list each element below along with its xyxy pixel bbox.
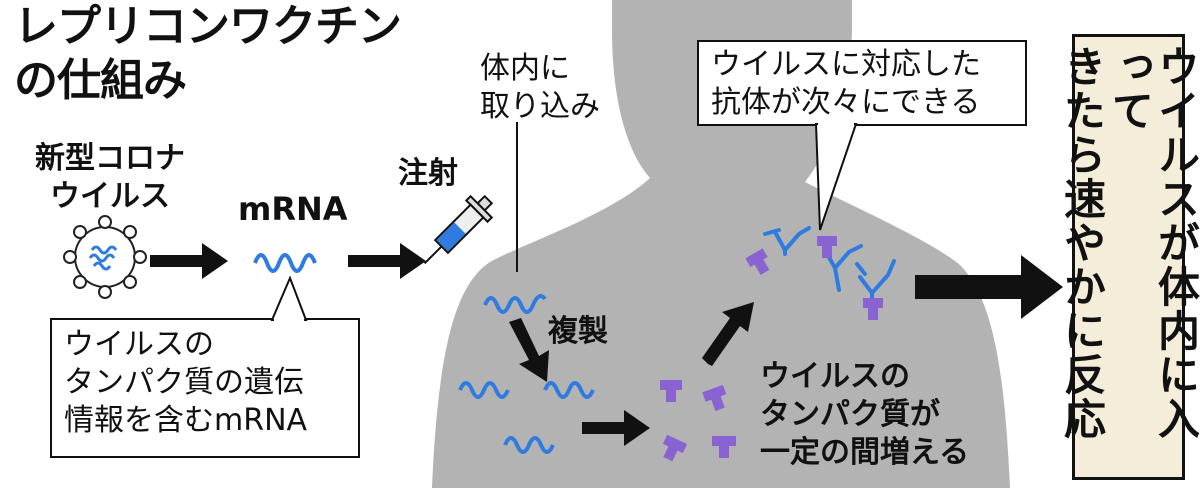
virus-protein-icons: [660, 380, 736, 462]
replicated-mrna-icons: [458, 381, 595, 454]
result-box: ウイルスが体内に入って きたら速やかに反応: [1058, 34, 1200, 480]
arrow-virus-to-mrna: [150, 243, 228, 279]
uptake-callout: 体内に 取り込み: [470, 48, 610, 128]
uptake-pointer-line: [516, 122, 518, 272]
virus-icon: [63, 215, 147, 299]
arrow-to-antibodies: [702, 302, 754, 366]
arrow-to-proteins: [582, 410, 650, 446]
arrow-to-result: [915, 255, 1063, 319]
antibody-icons: [745, 226, 896, 320]
mrna-callout: ウイルスの タンパク質の遺伝 情報を含むmRNA: [50, 318, 360, 458]
arrow-mrna-to-injection: [348, 243, 426, 279]
mrna-strand-icon: [253, 253, 317, 273]
antibody-callout-pointer: [814, 122, 858, 231]
result-text-col2: きたら速やかに反応: [1057, 45, 1107, 441]
protein-label: ウイルスの タンパク質が 一定の間増える: [760, 359, 970, 470]
result-text-col1: ウイルスが体内に入って: [1105, 45, 1200, 441]
mrna-callout-pointer: [270, 276, 308, 322]
virus-label: 新型コロナ ウイルス: [35, 141, 185, 214]
antibody-callout: ウイルスに対応した 抗体が次々にできる: [697, 40, 1027, 126]
injection-label: 注射: [398, 156, 458, 191]
injected-mrna-icon: [483, 294, 547, 314]
syringe-icon: [423, 194, 494, 265]
replication-label: 複製: [548, 314, 608, 349]
arrow-replication: [509, 318, 549, 382]
mrna-label: mRNA: [238, 190, 348, 228]
page-title: レプリコンワクチン の仕組み: [14, 1, 402, 106]
